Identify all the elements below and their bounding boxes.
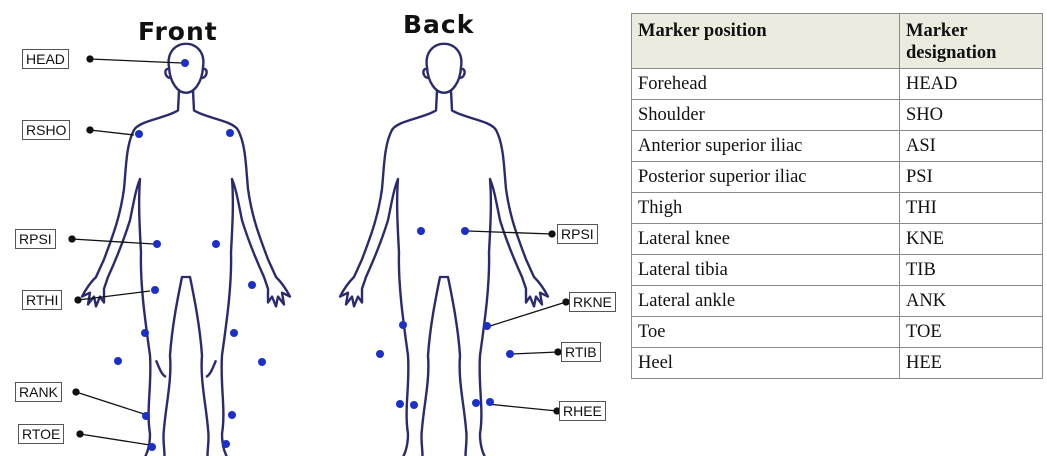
cell-designation: THI [900,193,1043,224]
label-rtib: RTIB [561,342,601,362]
cell-position: Shoulder [632,100,900,131]
cell-designation: TOE [900,317,1043,348]
cell-designation: HEAD [900,69,1043,100]
front-title: Front [138,17,218,46]
marker-dots [114,59,514,451]
cell-position: Posterior superior iliac [632,162,900,193]
label-head: HEAD [22,49,69,69]
label-rhee: RHEE [559,401,606,421]
marker-figure: Front Back HEAD RSHO RPSI RTHI RANK RTOE… [0,0,628,456]
label-rtoe: RTOE [18,424,64,444]
header-marker-position: Marker position [632,14,900,69]
back-body-outline [340,44,548,456]
cell-position: Lateral tibia [632,255,900,286]
front-body-outline [82,44,290,456]
label-rthi: RTHI [22,290,62,310]
cell-designation: TIB [900,255,1043,286]
back-title: Back [403,10,474,39]
cell-position: Lateral ankle [632,286,900,317]
cell-designation: ASI [900,131,1043,162]
body-outlines [0,0,628,456]
cell-position: Anterior superior iliac [632,131,900,162]
cell-designation: ANK [900,286,1043,317]
cell-position: Thigh [632,193,900,224]
table-header-row: Marker position Marker designation [632,14,1043,69]
cell-designation: PSI [900,162,1043,193]
label-rsho: RSHO [22,120,70,140]
label-rkne: RKNE [569,292,616,312]
cell-position: Heel [632,348,900,379]
header-marker-designation: Marker designation [900,14,1043,69]
label-rank: RANK [15,382,62,402]
label-rpsi-back: RPSI [557,224,598,244]
cell-designation: KNE [900,224,1043,255]
label-rpsi-front: RPSI [15,229,56,249]
leader-lines [69,56,569,445]
cell-designation: HEE [900,348,1043,379]
cell-position: Forehead [632,69,900,100]
cell-position: Lateral knee [632,224,900,255]
cell-position: Toe [632,317,900,348]
marker-table: Marker position Marker designation Foreh… [631,13,1043,379]
cell-designation: SHO [900,100,1043,131]
